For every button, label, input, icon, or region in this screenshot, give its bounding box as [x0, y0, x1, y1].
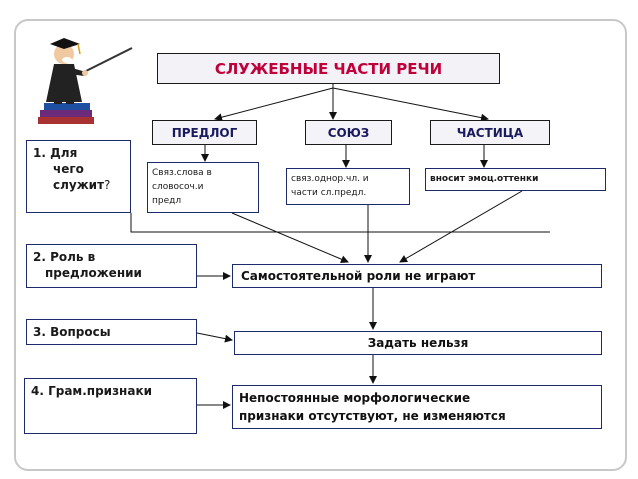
- arrow-q3: [196, 332, 233, 343]
- soyuz-description: связ.однор.чл. и части сл.предл.: [286, 168, 410, 205]
- answer-questions: Задать нельзя: [234, 331, 602, 355]
- question-role: 2. Роль в предложении: [26, 244, 197, 288]
- category-predlog: ПРЕДЛОГ: [152, 120, 257, 145]
- answer-role: Самостоятельной роли не играют: [232, 264, 602, 288]
- diagram-title: СЛУЖЕБНЫЕ ЧАСТИ РЕЧИ: [157, 53, 500, 84]
- predlog-description-line: словосоч.и: [152, 182, 204, 192]
- question-mark: ?: [104, 178, 111, 192]
- question-purpose: 1. Для чего служит?: [26, 140, 131, 213]
- predlog-description-line: предл: [152, 196, 182, 206]
- arrow-predlog-answer: [231, 212, 349, 263]
- q1-bracket: [130, 213, 550, 233]
- arrow-chastitsa-answer: [399, 190, 523, 263]
- answer-grammar-line: признаки отсутствуют, не изменяются: [239, 409, 506, 423]
- professor-icon: [38, 38, 133, 124]
- chastitsa-description: вносит эмоц.оттенки: [425, 168, 606, 191]
- question-questions: 3. Вопросы: [26, 319, 197, 345]
- arrow-title-predlog: [214, 87, 334, 122]
- predlog-description-line: Связ.слова в: [152, 168, 212, 178]
- question-grammar: 4. Грам.признаки: [24, 378, 197, 434]
- question-purpose-line: чего: [53, 162, 84, 176]
- arrow-title-chastitsa: [332, 87, 489, 122]
- soyuz-description-line: связ.однор.чл. и: [291, 174, 369, 184]
- category-soyuz: СОЮЗ: [305, 120, 392, 145]
- answer-grammar: Непостоянные морфологические признаки от…: [232, 385, 602, 429]
- question-role-line: предложении: [45, 266, 142, 280]
- predlog-description: Связ.слова в словосоч.и предл: [147, 162, 259, 213]
- category-chastitsa: ЧАСТИЦА: [430, 120, 550, 145]
- question-purpose-line: 1. Для: [33, 146, 78, 160]
- question-purpose-line: служит: [53, 178, 105, 192]
- question-role-line: 2. Роль в: [33, 250, 96, 264]
- soyuz-description-line: части сл.предл.: [291, 188, 367, 198]
- answer-grammar-line: Непостоянные морфологические: [239, 391, 471, 405]
